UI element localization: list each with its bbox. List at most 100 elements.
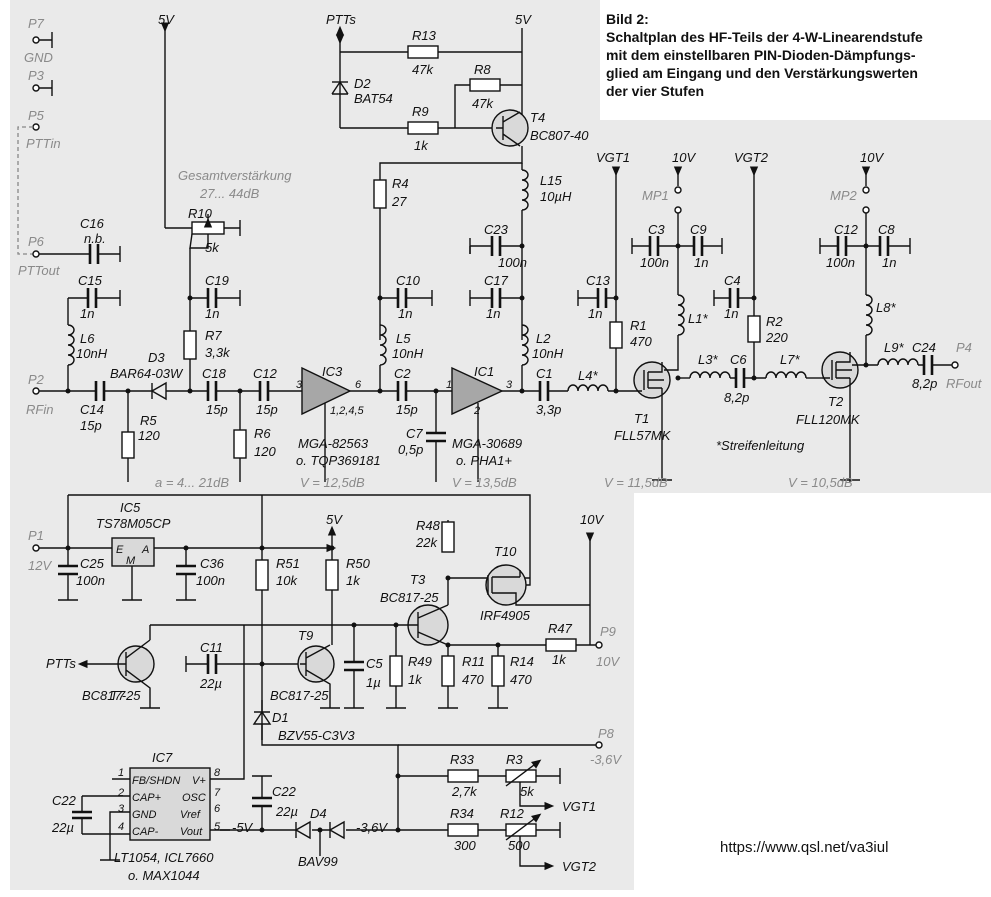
c18-capacitor: [206, 381, 218, 401]
svg-text:L5: L5: [396, 331, 411, 346]
svg-text:FLL120MK: FLL120MK: [796, 412, 861, 427]
svg-text:V = 11,5dB: V = 11,5dB: [604, 475, 668, 490]
svg-text:1: 1: [118, 767, 124, 779]
svg-text:15p: 15p: [256, 402, 278, 417]
c17-capacitor: [490, 288, 502, 308]
svg-text:4: 4: [118, 821, 124, 833]
svg-text:P5: P5: [28, 108, 45, 123]
svg-text:BC817-25: BC817-25: [82, 688, 141, 703]
svg-text:470: 470: [462, 672, 484, 687]
svg-text:10k: 10k: [276, 573, 298, 588]
svg-text:T7: T7: [110, 688, 126, 703]
svg-text:22µ: 22µ: [199, 676, 222, 691]
c7-capacitor: [426, 431, 446, 443]
r49-resistor: [389, 655, 403, 687]
svg-text:PTTout: PTTout: [18, 263, 61, 278]
svg-text:D1: D1: [272, 710, 289, 725]
svg-text:Gesamtverstärkung: Gesamtverstärkung: [178, 168, 292, 183]
pin-p6: P6 PTTout: [18, 234, 61, 278]
svg-text:100n: 100n: [76, 573, 105, 588]
svg-text:V+: V+: [192, 775, 206, 787]
svg-text:2,7k: 2,7k: [451, 784, 478, 799]
svg-text:5V: 5V: [158, 12, 175, 27]
c22-pump-capacitor: [72, 810, 92, 820]
svg-text:RFin: RFin: [26, 402, 53, 417]
svg-text:C2: C2: [394, 366, 411, 381]
svg-text:-3,6V: -3,6V: [356, 820, 388, 835]
svg-text:MP2: MP2: [830, 188, 858, 203]
ptt-switch-section: 5V PTTs 5V R13 47k D2 BAT54 R9 1k R8 47k…: [158, 12, 589, 228]
svg-text:C1: C1: [536, 366, 553, 381]
svg-text:C15: C15: [78, 273, 103, 288]
svg-text:PTTin: PTTin: [26, 136, 61, 151]
svg-text:5V: 5V: [515, 12, 532, 27]
svg-text:Bild 2:: Bild 2:: [606, 11, 649, 27]
ic7-charge-pump: [129, 767, 211, 841]
svg-text:3: 3: [506, 379, 513, 391]
svg-text:MGA-30689: MGA-30689: [452, 436, 522, 451]
svg-text:T1: T1: [634, 411, 649, 426]
c6-capacitor: [734, 368, 746, 388]
svg-text:10µH: 10µH: [540, 189, 572, 204]
l1-stripline: [677, 294, 685, 336]
svg-text:10V: 10V: [860, 150, 884, 165]
svg-text:P6: P6: [28, 234, 45, 249]
svg-text:1n: 1n: [882, 255, 896, 270]
r8-resistor: [469, 78, 501, 92]
svg-text:C24: C24: [912, 340, 936, 355]
svg-text:120: 120: [138, 428, 160, 443]
svg-text:5k: 5k: [520, 784, 535, 799]
svg-text:D3: D3: [148, 350, 165, 365]
svg-text:P7: P7: [28, 16, 45, 31]
svg-text:FB/SHDN: FB/SHDN: [132, 775, 180, 787]
svg-text:R1: R1: [630, 318, 647, 333]
svg-text:GND: GND: [24, 50, 53, 65]
svg-text:M: M: [126, 555, 136, 567]
svg-text:5V: 5V: [326, 512, 343, 527]
svg-text:10nH: 10nH: [392, 346, 424, 361]
svg-text:PTTs: PTTs: [326, 12, 356, 27]
r4-resistor: [373, 179, 387, 209]
r9-resistor: [407, 121, 439, 135]
t4-transistor: [491, 109, 529, 147]
svg-text:1µ: 1µ: [366, 675, 381, 690]
svg-text:VGT2: VGT2: [734, 150, 769, 165]
svg-text:R49: R49: [408, 654, 432, 669]
pin-p3: P3: [28, 68, 53, 96]
svg-text:-3,6V: -3,6V: [590, 752, 622, 767]
svg-text:n.b.: n.b.: [84, 231, 106, 246]
r5-resistor: [121, 431, 135, 459]
svg-text:R11: R11: [462, 654, 485, 669]
d4-diode-b: [328, 820, 345, 840]
svg-text:R7: R7: [205, 328, 222, 343]
svg-text:IC5: IC5: [120, 500, 141, 515]
r6-resistor: [233, 429, 247, 459]
svg-text:C9: C9: [690, 222, 707, 237]
source-url[interactable]: https://www.qsl.net/va3iul: [720, 839, 888, 856]
svg-text:1n: 1n: [80, 306, 94, 321]
svg-text:470: 470: [630, 334, 652, 349]
svg-text:R3: R3: [506, 752, 523, 767]
svg-text:300: 300: [454, 838, 476, 853]
svg-text:o. TQP369181: o. TQP369181: [296, 453, 381, 468]
svg-text:1: 1: [446, 379, 452, 391]
svg-text:BC817-25: BC817-25: [270, 688, 329, 703]
svg-text:R10: R10: [188, 206, 213, 221]
ic1-amplifier-stage: 1 3 2 IC1 MGA-30689 o. PHA1+ V = 13,5dB …: [446, 169, 636, 490]
svg-text:BAV99: BAV99: [298, 854, 338, 869]
svg-text:27: 27: [391, 194, 407, 209]
svg-text:C25: C25: [80, 556, 105, 571]
svg-text:C22: C22: [272, 784, 297, 799]
svg-text:220: 220: [765, 330, 788, 345]
svg-text:1k: 1k: [346, 573, 361, 588]
svg-text:5k: 5k: [205, 240, 220, 255]
svg-text:C14: C14: [80, 402, 104, 417]
svg-text:D2: D2: [354, 76, 371, 91]
svg-text:R12: R12: [500, 806, 525, 821]
svg-text:E: E: [116, 544, 124, 556]
svg-text:*Streifenleitung: *Streifenleitung: [716, 438, 805, 453]
svg-text:C11: C11: [200, 640, 223, 655]
svg-text:L9*: L9*: [884, 340, 904, 355]
r2-resistor: [747, 315, 761, 343]
svg-text:glied am Eingang und den Verst: glied am Eingang und den Verstärkungswer…: [606, 65, 918, 81]
